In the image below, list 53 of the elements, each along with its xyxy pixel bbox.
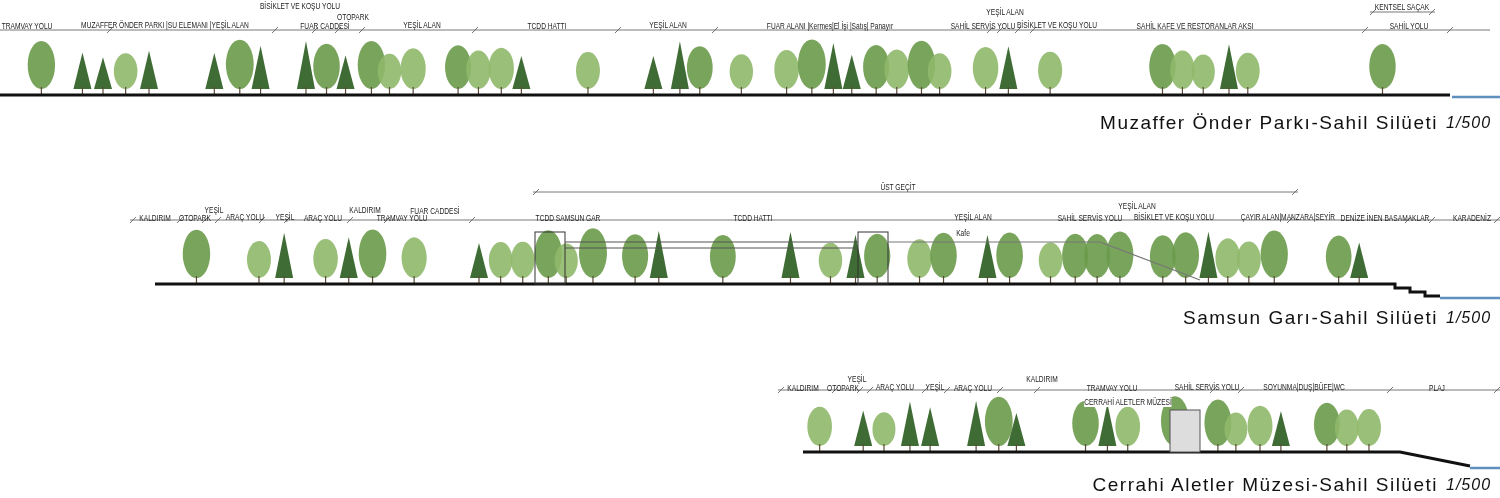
dimension-label: BİSİKLET VE KOŞU YOLU	[259, 1, 341, 11]
dimension-label: TCDD SAMSUN GAR	[535, 213, 601, 223]
dimension-label: YEŞİL	[275, 212, 295, 222]
dimension-label: FUAR CADDESİ	[300, 21, 350, 31]
dimension-label: BİSİKLET VE KOŞU YOLU	[1016, 20, 1098, 30]
dimension-label: OTOPARK	[827, 383, 859, 393]
dimension-label: ARAÇ YOLU	[953, 383, 993, 393]
dimension-label: MUZAFFER ÖNDER PARKI |SU ELEMANI |YEŞİL ALAN	[81, 20, 249, 30]
dimension-label: ÇAYIR ALAN|MANZARA|SEYİR	[1240, 212, 1336, 222]
dimension-label: KARADENİZ	[1453, 213, 1491, 223]
dimension-label: OTOPARK	[337, 12, 369, 22]
dimension-label: YEŞİL ALAN	[954, 212, 992, 222]
dimension-label: FUAR CADDESİ	[410, 206, 460, 216]
dimension-label: ARAÇ YOLU	[303, 213, 343, 223]
dimension-label: OTOPARK	[179, 213, 211, 223]
dimension-label: SAHİL SERVİS YOLU	[1057, 213, 1123, 223]
section-title: Muzaffer Önder Parkı-Sahil Silüeti	[1100, 112, 1438, 134]
dimension-label: SAHİL YOLU	[1389, 21, 1429, 31]
dimension-label: SOYUNMA|DUŞ|BÜFE|WC	[1263, 382, 1345, 392]
dimension-label: YEŞİL	[204, 205, 224, 215]
dimension-label: SAHİL SERVİS YOLU	[1174, 382, 1240, 392]
dimension-label: SAHİL KAFE VE RESTORANLAR AKSI	[1136, 21, 1254, 31]
scale-label: 1/500	[1446, 308, 1492, 328]
dimension-label: YEŞİL	[847, 374, 867, 384]
building-label: CERRAHİ ALETLER MÜZESİ	[1084, 397, 1172, 407]
scale-label: 1/500	[1446, 475, 1492, 495]
dimension-label: YEŞİL ALAN	[649, 20, 687, 30]
dimension-label: ARAÇ YOLU	[875, 382, 915, 392]
dimension-label: KALDIRIM	[139, 213, 171, 223]
dimension-label: TCDD HATTI	[733, 213, 773, 223]
dimension-label: YEŞİL	[925, 382, 945, 392]
dimension-label: DENİZE İNEN BASAMAKLAR	[1340, 213, 1430, 223]
dimension-label: PLAJ	[1429, 383, 1445, 393]
building-label: Kafe	[956, 228, 970, 238]
dimension-label: KENTSEL SAÇAK	[1374, 2, 1430, 12]
dimension-label: KALDIRIM	[349, 205, 381, 215]
dimension-label: YEŞİL ALAN	[986, 7, 1024, 17]
dimension-label: ARAÇ YOLU	[225, 212, 265, 222]
dimension-label: BİSİKLET VE KOŞU YOLU	[1133, 212, 1215, 222]
scale-label: 1/500	[1446, 113, 1492, 133]
dimension-label: TCDD HATTI	[527, 21, 567, 31]
dimension-label: KALDIRIM	[787, 383, 819, 393]
dimension-label: SAHİL SERVİS YOLU	[950, 21, 1016, 31]
dimension-label: TRAMVAY YOLU	[1, 21, 53, 31]
dimension-label: FUAR ALANI |Kermes|El İşi |Satış| Panayır	[766, 21, 894, 31]
dimension-label: KALDIRIM	[1026, 374, 1058, 384]
section-title: Cerrahi Aletler Müzesi-Sahil Silüeti	[1092, 474, 1438, 496]
dimension-label: ÜST GEÇİT	[880, 182, 916, 192]
dimension-label: TRAMVAY YOLU	[376, 213, 428, 223]
section-title: Samsun Garı-Sahil Silüeti	[1182, 307, 1438, 329]
dimension-label: YEŞİL ALAN	[403, 20, 441, 30]
dimension-label: TRAMVAY YOLU	[1086, 383, 1138, 393]
dimension-label: YEŞİL ALAN	[1118, 201, 1156, 211]
